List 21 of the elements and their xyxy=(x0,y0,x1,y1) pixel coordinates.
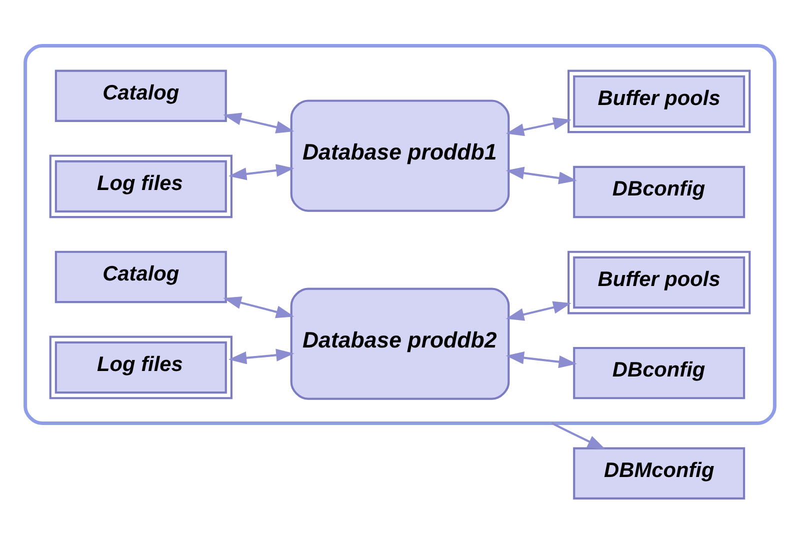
arrow xyxy=(506,117,572,136)
node-box: Buffer pools xyxy=(568,250,751,314)
arrow xyxy=(223,296,294,318)
node-box: Log files xyxy=(49,154,232,218)
node-box: Log files xyxy=(49,336,232,400)
node-box: Catalog xyxy=(54,70,227,122)
node-box: DBMconfig xyxy=(573,447,746,500)
node-box: DBconfig xyxy=(573,166,746,218)
arrow xyxy=(223,112,294,134)
node-box: Database proddb1 xyxy=(290,100,510,212)
arrow xyxy=(228,164,294,180)
arrow xyxy=(506,351,577,368)
arrow xyxy=(551,422,606,450)
node-box: Buffer pools xyxy=(568,70,751,134)
arrow xyxy=(506,166,577,184)
node-box: Database proddb2 xyxy=(290,288,510,400)
node-box: DBconfig xyxy=(573,346,746,400)
node-box: Catalog xyxy=(54,250,227,304)
arrow xyxy=(506,301,572,321)
arrow xyxy=(228,348,294,364)
cluster xyxy=(24,44,776,425)
